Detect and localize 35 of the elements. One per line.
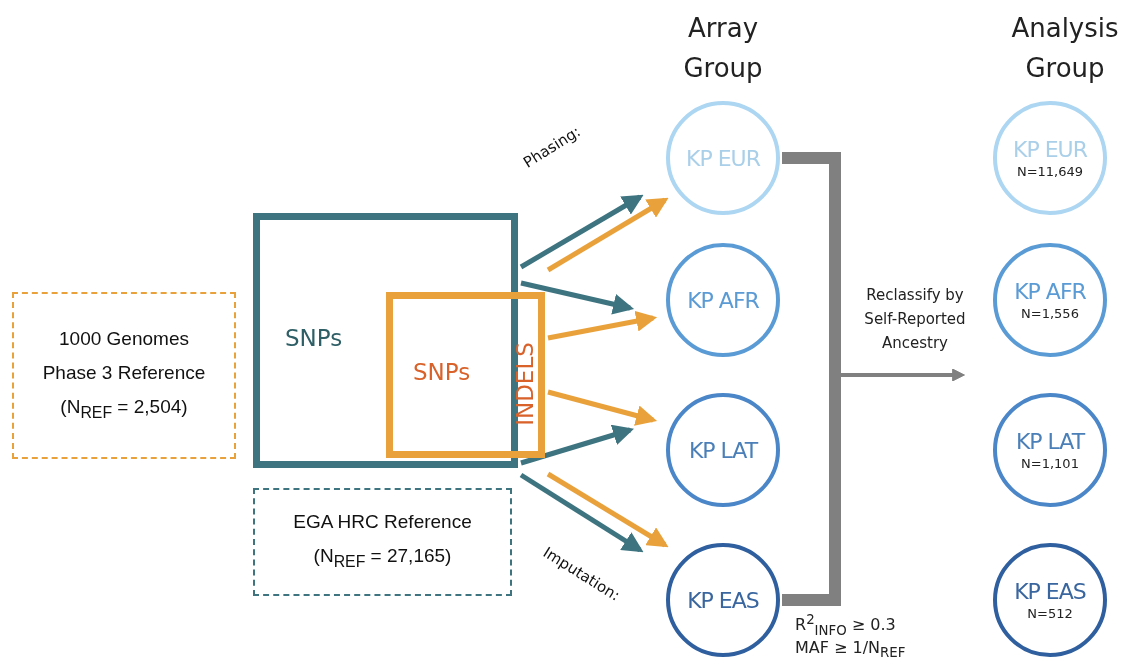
column-heading: Analysis Group [1010, 12, 1120, 85]
group-name: KP EAS [1014, 579, 1086, 604]
group-name: KP LAT [688, 437, 758, 463]
bracket-arrow [782, 368, 966, 606]
arrow [520, 424, 634, 466]
sample-count: N=1,101 [1021, 456, 1079, 471]
arrow [519, 194, 644, 270]
variant-set-box [253, 213, 518, 468]
threshold-text: MAF ≥ 1/N$_{REF}$ [795, 638, 906, 661]
arrow [519, 472, 644, 553]
variant-label: SNPs [413, 359, 471, 385]
group-name: KP EUR [1013, 137, 1087, 162]
sample-count: N=11,649 [1016, 164, 1084, 179]
variant-set-box [386, 292, 545, 458]
arrow [546, 471, 669, 548]
sample-count: N=1,556 [1021, 306, 1079, 321]
arrow [547, 389, 658, 426]
column-heading: Array Group [682, 12, 764, 85]
arrow [520, 280, 635, 315]
variant-label: SNPs [285, 325, 343, 351]
variant-label: INDELS [511, 341, 539, 428]
edge-label: Reclassify by Self-Reported Ancestry [863, 285, 967, 354]
group-name: KP LAT [1015, 429, 1085, 454]
sample-count: N=512 [1027, 606, 1073, 621]
threshold-text: R$^{2}$$_{INFO}$ ≥ 0.3 [795, 612, 896, 638]
group-name: KP EAS [687, 587, 759, 613]
arrow [546, 197, 669, 273]
reference-box [253, 488, 512, 596]
reference-text: EGA HRC Reference (N$_{REF}$ = 27,165) [292, 510, 473, 572]
arrow [547, 310, 658, 341]
group-name: KP EUR [686, 145, 760, 171]
group-name: KP AFR [687, 287, 759, 313]
reference-box [12, 292, 236, 459]
reference-text: 1000 Genomes Phase 3 Reference (N$_{REF}$ = 2,504) [41, 326, 207, 423]
group-name: KP AFR [1014, 279, 1086, 304]
